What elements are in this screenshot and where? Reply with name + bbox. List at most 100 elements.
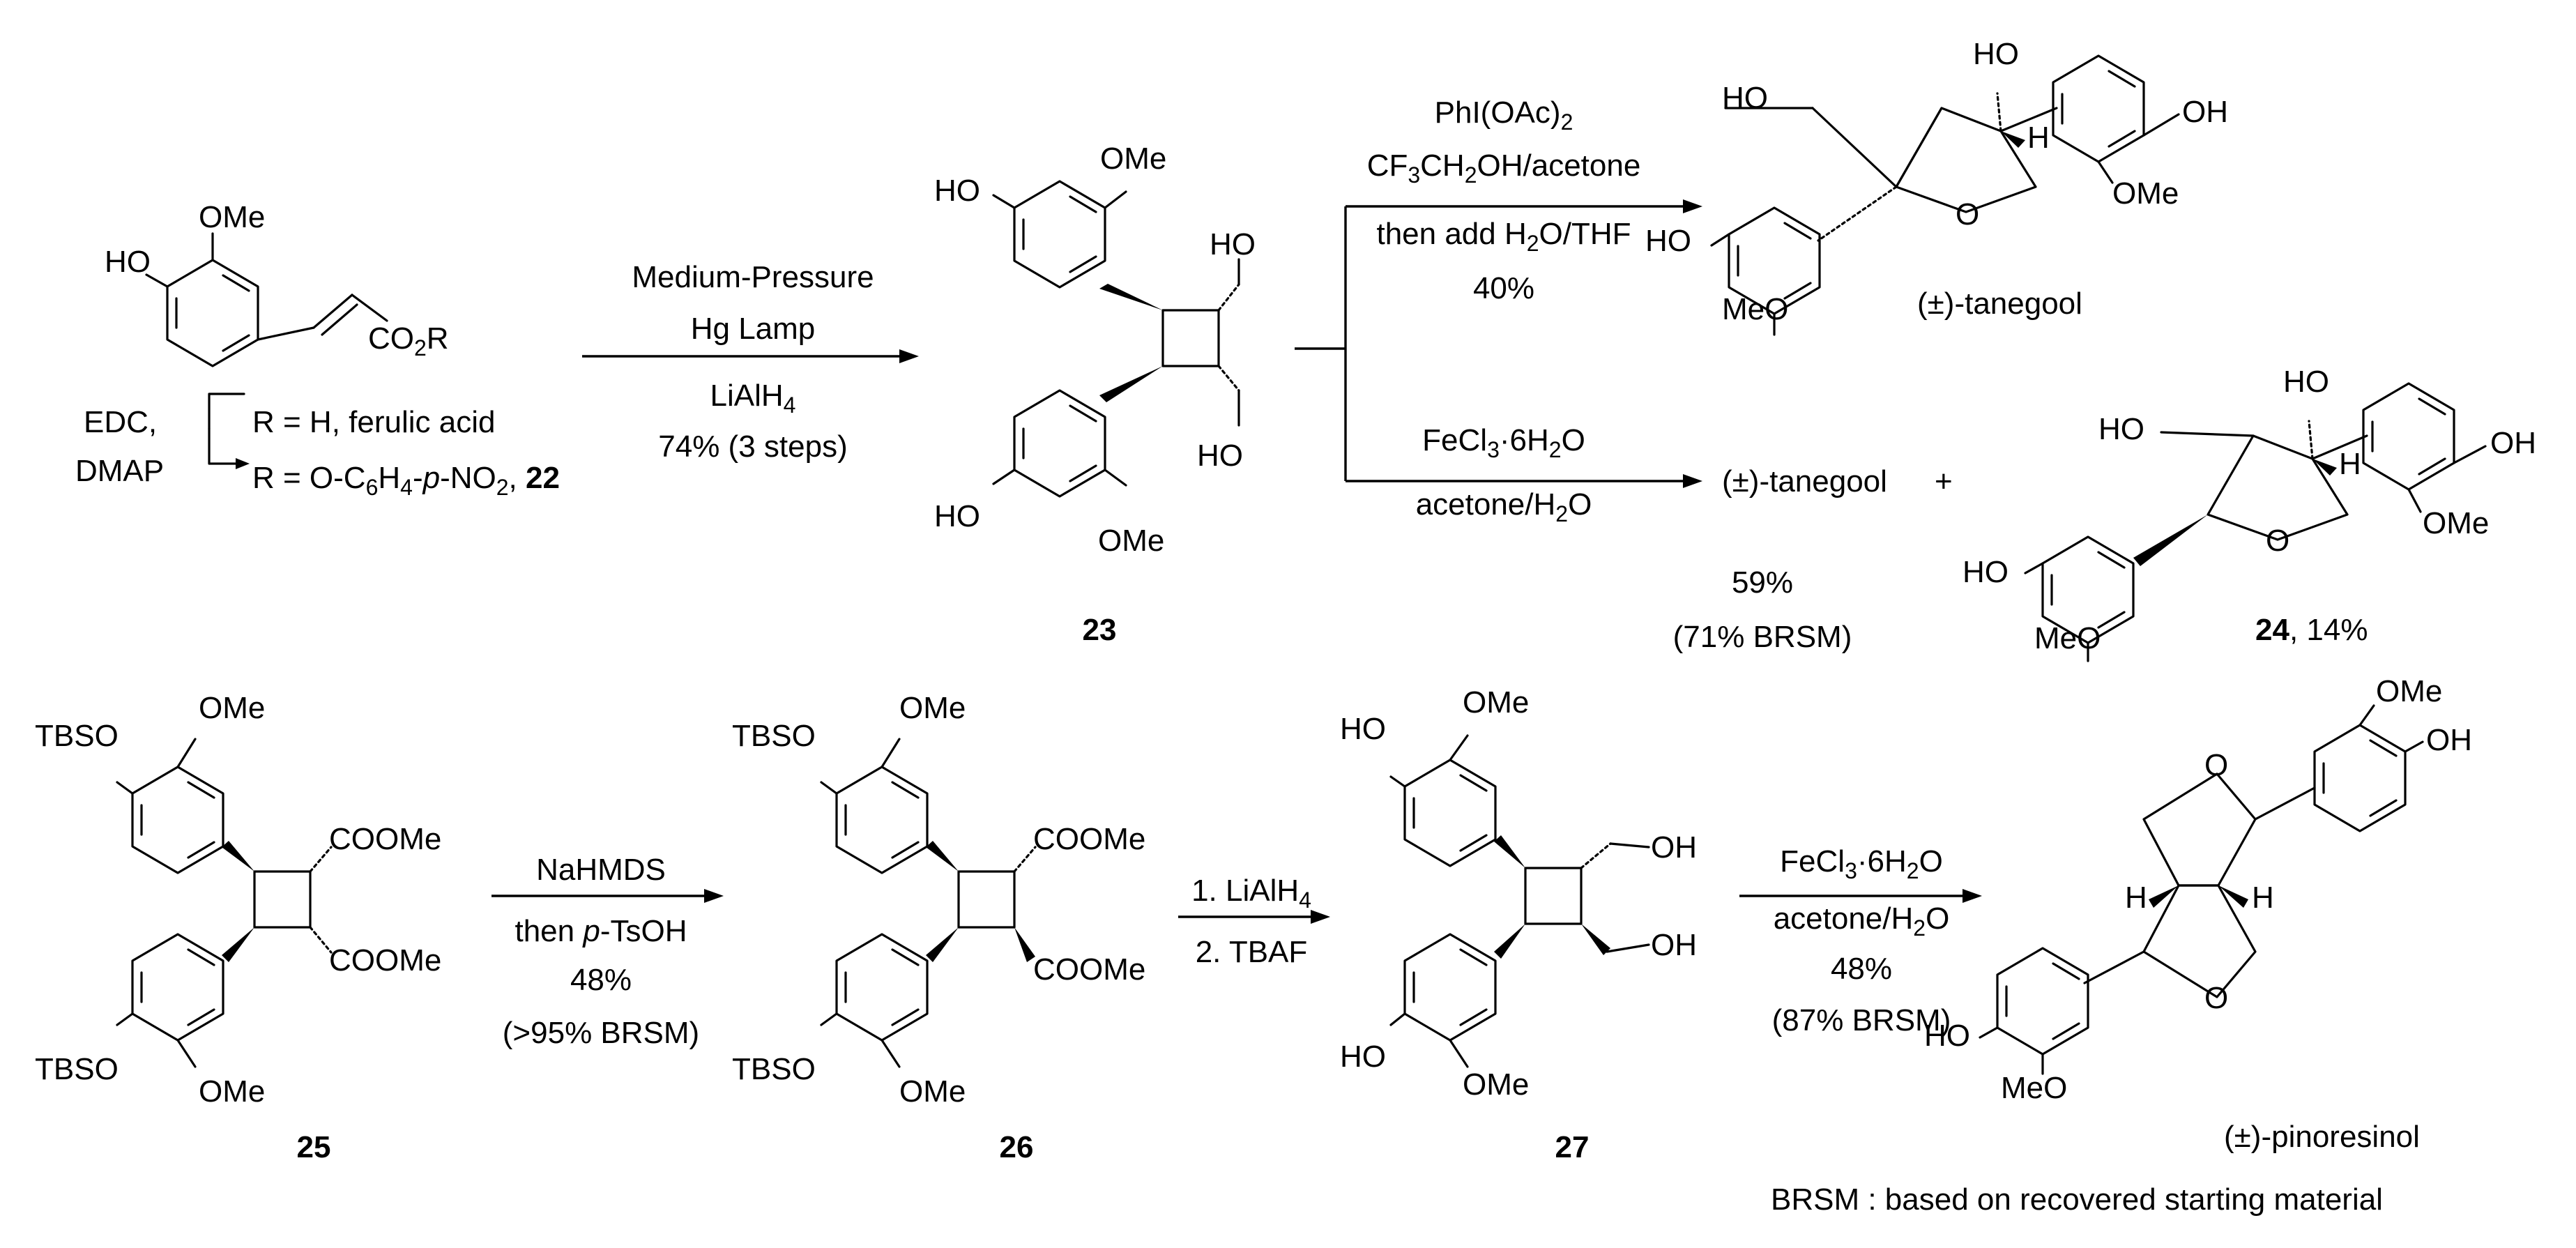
- tanegool-ho-ch2: HO: [1722, 81, 1768, 115]
- c27-ho-top: HO: [1340, 712, 1386, 746]
- arrow-c-yield: 48%: [1831, 952, 1892, 986]
- upper-branch-workup: then add H2O/THF: [1376, 217, 1631, 256]
- upper-branch-solvent: CF3CH2OH/acetone: [1367, 149, 1641, 188]
- lower-branch-brsm: (71% BRSM): [1673, 620, 1852, 654]
- c26-tbso-bottom: TBSO: [732, 1052, 816, 1086]
- ferulic-acid-structure: [145, 232, 388, 469]
- upper-branch-reagent: PhI(OAc)2: [1435, 96, 1573, 135]
- arrow-b-step1: 1. LiAlH4: [1191, 874, 1311, 913]
- pinoresinol-name: (±)-pinoresinol: [2224, 1120, 2420, 1154]
- c25-ome-top: OMe: [199, 691, 265, 725]
- arrow-a-line2: then p-TsOH: [515, 914, 687, 948]
- arrow-a-line1: NaHMDS: [536, 853, 666, 887]
- pinoresinol-h-right: H: [2252, 881, 2274, 915]
- c27-ho-bottom: HO: [1340, 1040, 1386, 1074]
- brsm-footnote: BRSM : based on recovered starting mater…: [1771, 1182, 2383, 1217]
- edc-reagent: EDC,: [84, 405, 157, 439]
- c24-meo: MeO: [2034, 621, 2101, 655]
- lower-branch-solvent: acetone/H2O: [1416, 487, 1592, 526]
- c23-label: 23: [1083, 613, 1117, 647]
- arrow1-condition-2: Hg Lamp: [691, 312, 816, 346]
- tanegool-structure: [1710, 54, 2180, 336]
- arrow-b-step2: 2. TBAF: [1196, 935, 1308, 969]
- c24-ome: OMe: [2423, 506, 2489, 540]
- dmap-reagent: DMAP: [75, 454, 164, 488]
- c23-ch2oh-b: HO: [1197, 439, 1243, 473]
- arrow1-condition-1: Medium-Pressure: [632, 260, 874, 294]
- r-equals-h-label: R = H, ferulic acid: [252, 405, 495, 439]
- tanegool-ho-left: HO: [1645, 224, 1691, 258]
- c25-ester-b: COOMe: [329, 943, 441, 977]
- pinoresinol-meo: MeO: [2001, 1071, 2067, 1105]
- tanegool-ome: OMe: [2112, 176, 2179, 211]
- c25-tbso-bottom: TBSO: [35, 1052, 119, 1086]
- c27-label: 27: [1555, 1130, 1590, 1164]
- arrow-c-brsm: (87% BRSM): [1772, 1003, 1951, 1037]
- c24-ho-ch2: HO: [2098, 412, 2144, 446]
- c24-label: 24, 14%: [2255, 613, 2368, 647]
- tanegool-meo: MeO: [1722, 292, 1788, 326]
- c25-ester-a: COOMe: [329, 822, 441, 856]
- compound-23-structure: [992, 180, 1240, 498]
- c25-tbso-top: TBSO: [35, 719, 119, 753]
- c25-label: 25: [297, 1130, 331, 1164]
- reaction-arrow-a: [491, 889, 724, 903]
- c24-ho-benzylic: HO: [2283, 365, 2329, 399]
- c23-ome-top: OMe: [1100, 142, 1166, 176]
- r-equals-ester-label: R = O-C6H4-p-NO2, 22: [252, 461, 560, 500]
- c26-ome-bottom: OMe: [899, 1074, 966, 1109]
- lower-branch-reagent: FeCl3·6H2O: [1422, 423, 1585, 462]
- tanegool-ho-benzylic: HO: [1973, 37, 2019, 71]
- arrow1-yield: 74% (3 steps): [658, 429, 847, 464]
- arrow-a-yield: 48%: [570, 963, 632, 997]
- c23-ome-bottom: OMe: [1098, 524, 1164, 558]
- c26-ester-b: COOMe: [1033, 952, 1145, 987]
- c26-tbso-top: TBSO: [732, 719, 816, 753]
- compound-24-structure: [2024, 382, 2487, 662]
- tanegool-oh: OH: [2182, 95, 2228, 129]
- c25-ome-bottom: OMe: [199, 1074, 265, 1109]
- tanegool-name: (±)-tanegool: [1917, 287, 2082, 321]
- compound-26-structure: [820, 738, 1037, 1068]
- c26-ester-a: COOMe: [1033, 822, 1145, 856]
- c24-oh: OH: [2490, 426, 2536, 460]
- c23-ch2oh-a: HO: [1210, 227, 1256, 261]
- upper-branch-yield: 40%: [1473, 271, 1534, 305]
- ferulic-ho: HO: [105, 245, 151, 279]
- arrow-a-brsm: (>95% BRSM): [503, 1016, 699, 1050]
- ferulic-ome: OMe: [199, 200, 265, 234]
- arrow-c-solvent: acetone/H2O: [1774, 901, 1950, 941]
- arrow1-condition-3: LiAlH4: [710, 379, 796, 418]
- reaction-arrow-c: [1739, 889, 1982, 903]
- pinoresinol-structure: [1979, 704, 2424, 1075]
- pinoresinol-h-left: H: [2125, 881, 2147, 915]
- c24-h: H: [2339, 447, 2361, 481]
- pinoresinol-ho: HO: [1924, 1019, 1970, 1053]
- c27-ome-bottom: OMe: [1463, 1067, 1529, 1102]
- pinoresinol-ome: OMe: [2376, 674, 2442, 708]
- compound-27-structure: [1389, 734, 1650, 1068]
- pinoresinol-ring-o-top: O: [2204, 748, 2228, 782]
- reaction-arrow-1: [582, 349, 919, 363]
- pinoresinol-oh: OH: [2426, 723, 2472, 757]
- c26-label: 26: [1000, 1130, 1034, 1164]
- branch-arrows: [1295, 199, 1702, 488]
- compound-25-structure: [116, 738, 333, 1068]
- tanegool-ring-o: O: [1956, 197, 1979, 231]
- pinoresinol-ring-o-bottom: O: [2204, 981, 2228, 1015]
- reaction-arrow-b: [1178, 910, 1330, 924]
- c27-oh-b: OH: [1651, 928, 1697, 962]
- c26-ome-top: OMe: [899, 691, 966, 725]
- plus-sign: +: [1935, 464, 1953, 499]
- arrow-c-reagent: FeCl3·6H2O: [1780, 844, 1943, 883]
- tanegool-h: H: [2027, 121, 2050, 155]
- c23-ho-top: HO: [934, 174, 980, 208]
- ferulic-co2r: CO2R: [368, 321, 449, 360]
- c27-ome-top: OMe: [1463, 685, 1529, 720]
- c24-ho-left: HO: [1963, 555, 2009, 589]
- lower-branch-product: (±)-tanegool: [1722, 464, 1887, 499]
- c27-oh-a: OH: [1651, 830, 1697, 865]
- lower-branch-yield: 59%: [1732, 565, 1793, 600]
- c23-ho-bottom: HO: [934, 499, 980, 533]
